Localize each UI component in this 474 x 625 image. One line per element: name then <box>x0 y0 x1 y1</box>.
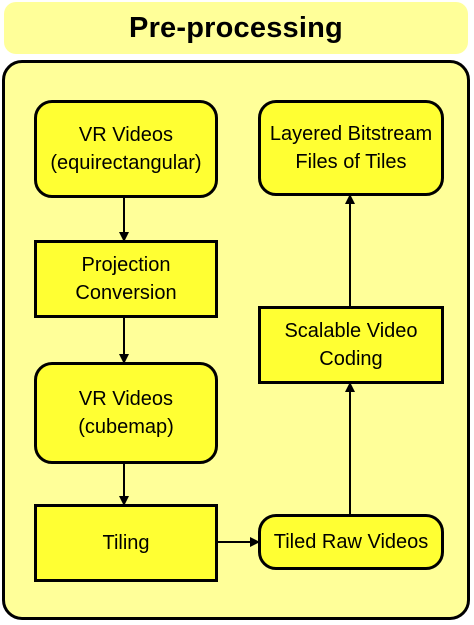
node-projection-conversion: Projection Conversion <box>34 240 218 318</box>
node-label-line1: Projection <box>81 254 171 276</box>
section-header: Pre-processing <box>4 2 468 54</box>
node-label-line1: VR Videos <box>78 124 174 146</box>
node-label-line2: Files of Tiles <box>295 151 407 173</box>
node-tiled-raw-videos: Tiled Raw Videos <box>258 514 444 570</box>
node-label-line1: Layered Bitstream <box>269 123 433 145</box>
node-label-line2: Conversion <box>75 282 177 304</box>
node-label-line1: Tiled Raw Videos <box>273 531 429 553</box>
node-label-line2: (equirectangular) <box>50 152 202 174</box>
node-vr-videos-equirectangular: VR Videos (equirectangular) <box>34 100 218 198</box>
node-layered-bitstream-files: Layered Bitstream Files of Tiles <box>258 100 444 196</box>
node-label-line1: Scalable Video <box>284 320 418 342</box>
node-label-line1: Tiling <box>102 532 150 554</box>
section-title: Pre-processing <box>129 11 343 44</box>
node-label-line1: VR Videos <box>78 388 174 410</box>
node-vr-videos-cubemap: VR Videos (cubemap) <box>34 362 218 464</box>
node-scalable-video-coding: Scalable Video Coding <box>258 306 444 384</box>
node-tiling: Tiling <box>34 504 218 582</box>
node-label-line2: (cubemap) <box>78 416 174 438</box>
node-label-line2: Coding <box>319 348 383 370</box>
